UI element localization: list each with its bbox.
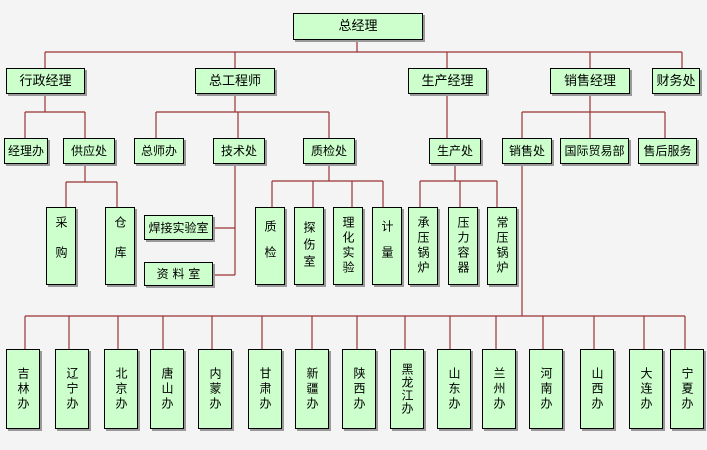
node-physchem-lab: 理化实验 (333, 207, 363, 285)
node-office-shandong: 山东办 (437, 349, 471, 429)
node-welding-lab: 焊接实验室 (144, 215, 213, 240)
node-manager-office: 经理办 (4, 138, 48, 164)
node-atmospheric-boiler: 常压锅炉 (487, 207, 517, 285)
node-office-heilongjiang: 黑龙江办 (390, 349, 424, 429)
node-qc-dept: 质检处 (303, 138, 355, 164)
node-sales-dept: 销售处 (502, 138, 552, 164)
node-admin-manager: 行政经理 (6, 68, 85, 94)
node-office-liaoning: 辽宁办 (55, 349, 89, 429)
node-chief-engineer-office: 总师办 (134, 138, 184, 164)
node-after-sales-service: 售后服务 (638, 138, 697, 164)
node-procurement: 采购 (46, 207, 76, 285)
node-finance-dept: 财务处 (652, 68, 700, 94)
node-office-shaanxi: 陕西办 (342, 349, 376, 429)
node-office-xinjiang: 新疆办 (295, 349, 329, 429)
node-production-dept: 生产处 (429, 138, 481, 164)
node-chief-engineer: 总工程师 (195, 68, 275, 94)
node-office-neimeng: 内蒙办 (198, 349, 232, 429)
node-office-lanzhou: 兰州办 (482, 349, 516, 429)
node-office-jilin: 吉林办 (6, 349, 40, 429)
node-office-henan: 河南办 (529, 349, 563, 429)
node-office-shanxi: 山西办 (580, 349, 614, 429)
node-warehouse: 仓库 (105, 207, 135, 285)
node-technical-dept: 技术处 (213, 138, 265, 164)
node-archive-room: 资 料 室 (144, 262, 213, 286)
node-intl-trade-dept: 国际贸易部 (560, 138, 629, 164)
node-office-dalian: 大连办 (629, 349, 663, 429)
node-production-manager: 生产经理 (408, 68, 487, 94)
node-sales-manager: 销售经理 (550, 68, 630, 94)
node-general-manager: 总经理 (293, 13, 423, 40)
node-pressure-vessel: 压力容器 (448, 207, 478, 285)
node-pressure-boiler: 承压锅炉 (408, 207, 438, 285)
node-office-gansu: 甘肃办 (248, 349, 282, 429)
node-supply-dept: 供应处 (63, 138, 115, 164)
node-metrology: 计量 (372, 207, 402, 285)
node-office-beijing: 北京办 (104, 349, 138, 429)
node-flaw-detection-room: 探伤室 (294, 207, 324, 285)
node-office-ningxia: 宁夏办 (670, 349, 704, 429)
node-quality-inspection: 质检 (255, 207, 285, 285)
node-office-tangshan: 唐山办 (150, 349, 184, 429)
